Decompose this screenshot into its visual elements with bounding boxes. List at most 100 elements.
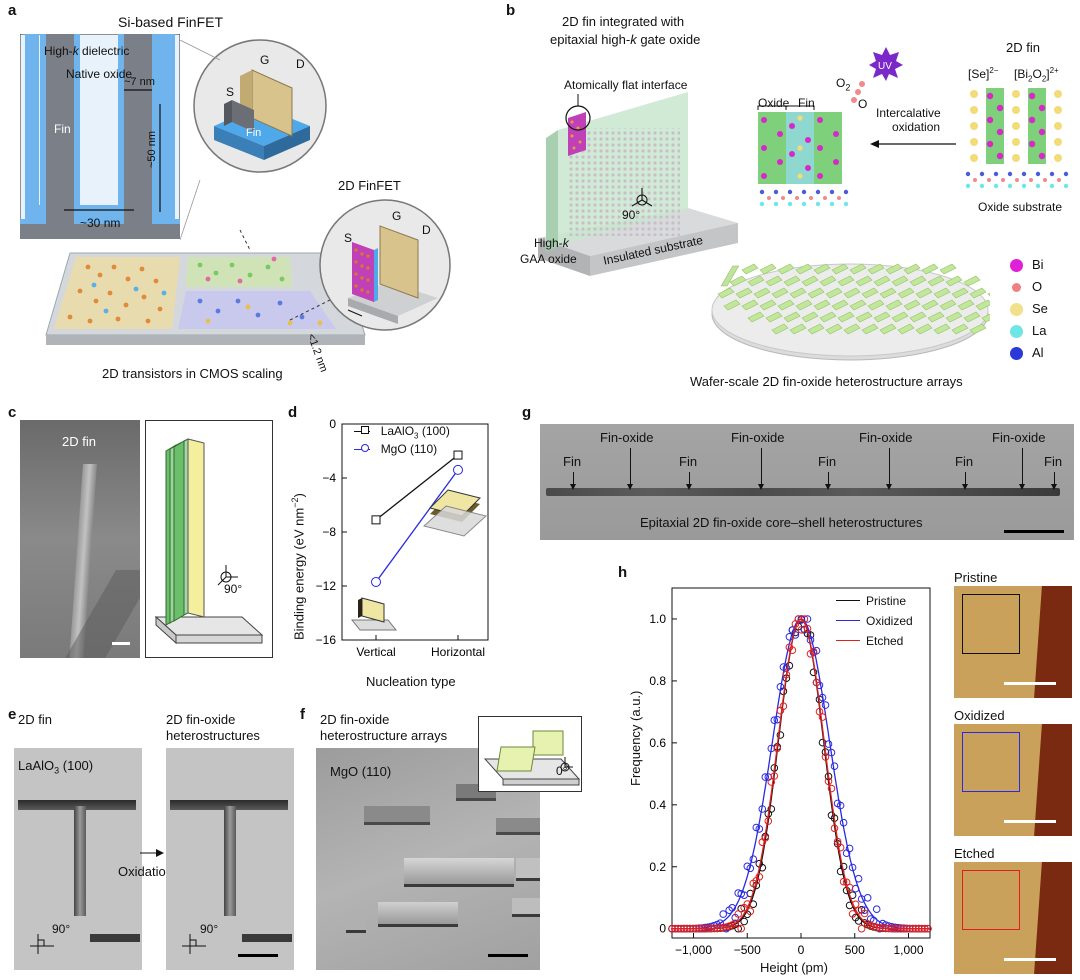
wafer-fin — [975, 299, 990, 311]
wafer-fin — [951, 323, 969, 335]
f-inset-schematic — [478, 716, 582, 792]
wafer-fin — [969, 323, 987, 335]
data-point — [860, 909, 869, 918]
2d-fin-structure — [965, 88, 1069, 189]
wafer-fin — [783, 275, 801, 287]
label-arrow — [761, 448, 762, 486]
wafer-fin — [867, 263, 885, 275]
angle-icon-e-left — [30, 934, 54, 954]
legend-item: Bi — [1010, 256, 1070, 278]
panel-e-label: e — [8, 706, 17, 723]
data-point — [851, 884, 860, 893]
data-point — [791, 631, 800, 639]
d-legend-circle-icon — [361, 444, 370, 452]
data-point — [854, 874, 863, 883]
data-point — [845, 844, 854, 853]
fin-array-item — [364, 806, 430, 825]
arrow-head — [825, 484, 831, 490]
label-arrow — [828, 472, 829, 486]
y-tick-label: 0.6 — [649, 736, 666, 750]
afm-etched — [954, 862, 1072, 974]
si-finfet-title: Si-based FinFET — [118, 14, 224, 30]
label-arrow — [965, 472, 966, 486]
wafer-fin — [807, 323, 825, 335]
data-point — [794, 615, 803, 623]
data-point — [909, 924, 917, 933]
afm-title-pristine: Pristine — [954, 570, 998, 585]
label-arrow — [1022, 448, 1023, 486]
data-point — [839, 818, 848, 827]
data-point — [863, 894, 872, 902]
wafer-fin — [897, 323, 915, 335]
wafer-fin — [873, 311, 891, 323]
svg-text:UV: UV — [878, 61, 892, 72]
wafer-fin — [759, 299, 777, 311]
wafer-fin — [849, 299, 867, 311]
scale-bar-afm-2 — [1004, 820, 1056, 823]
legend-label: La — [1032, 323, 1047, 338]
wafer-fin — [951, 287, 969, 299]
data-point — [857, 924, 866, 933]
scale-bar-f — [488, 954, 528, 957]
data-point — [809, 647, 818, 656]
data-point — [912, 924, 920, 933]
panel-b-label: b — [506, 2, 516, 19]
data-point — [806, 631, 815, 639]
wafer-fin — [903, 299, 921, 311]
2d-fin-label-b: 2D fin — [1006, 40, 1040, 55]
data-point — [737, 924, 745, 933]
fin-oxide-label: Fin-oxide — [600, 430, 654, 445]
wafer-fin — [813, 299, 831, 311]
wafer-fin — [741, 263, 759, 275]
y-tick-label: 0.4 — [649, 798, 666, 812]
data-point — [758, 805, 767, 813]
wafer-fin — [861, 287, 879, 299]
sem-core-shell — [540, 424, 1074, 540]
x-tick-label: 1,000 — [893, 943, 923, 957]
wafer-fin — [849, 263, 867, 275]
arrow-head — [1051, 484, 1057, 490]
angle-90-e-left: 90° — [52, 922, 71, 936]
data-point — [713, 924, 721, 933]
legend-label: O — [1032, 279, 1043, 294]
wafer-fin — [807, 287, 825, 299]
y-tick-label: −16 — [316, 633, 337, 647]
high-k-gaa-label-1: High-k — [534, 236, 569, 250]
data-point — [897, 924, 905, 933]
g-caption: Epitaxial 2D fin-oxide core–shell hetero… — [640, 515, 923, 530]
oxide-fin-structure — [757, 105, 849, 207]
data-point — [371, 576, 381, 587]
arrow-head — [686, 484, 692, 490]
wafer-fin — [963, 311, 981, 323]
scale-bar-afm-3 — [1004, 958, 1056, 961]
data-point — [692, 924, 700, 933]
wafer-fin — [861, 323, 879, 335]
panel-h-label: h — [618, 564, 628, 581]
wafer-fin — [789, 287, 807, 299]
legend-etched: Etched — [836, 634, 913, 654]
small-fin-e — [90, 934, 140, 942]
data-point — [770, 772, 779, 780]
bi2o2-label: [Bi2O2]2+ — [1014, 66, 1059, 84]
data-point — [755, 825, 764, 833]
afm-box-etched — [962, 870, 1020, 930]
si-finfet-3d-circle: S G D Fin — [193, 39, 327, 173]
data-point — [872, 905, 881, 914]
y-tick-label: 1.0 — [649, 612, 666, 626]
angle-90-b: 90° — [622, 208, 641, 222]
fin-array-item — [378, 902, 458, 927]
data-point — [371, 515, 381, 525]
svg-text:G: G — [260, 53, 269, 67]
b-title-line1: 2D fin integrated with — [562, 14, 685, 29]
wafer-fin — [885, 299, 903, 311]
height-50nm-label: ~50 nm — [146, 131, 158, 168]
data-point — [845, 883, 854, 892]
width-7nm-label: ~7 nm — [124, 76, 155, 88]
afm-oxidized — [954, 724, 1072, 836]
sem-2d-fin — [20, 420, 140, 658]
data-point — [900, 924, 908, 933]
wafer-caption: Wafer-scale 2D fin-oxide heterostructure… — [690, 374, 963, 389]
wafer-fin — [963, 275, 981, 287]
y-tick-label: 0 — [329, 417, 336, 431]
